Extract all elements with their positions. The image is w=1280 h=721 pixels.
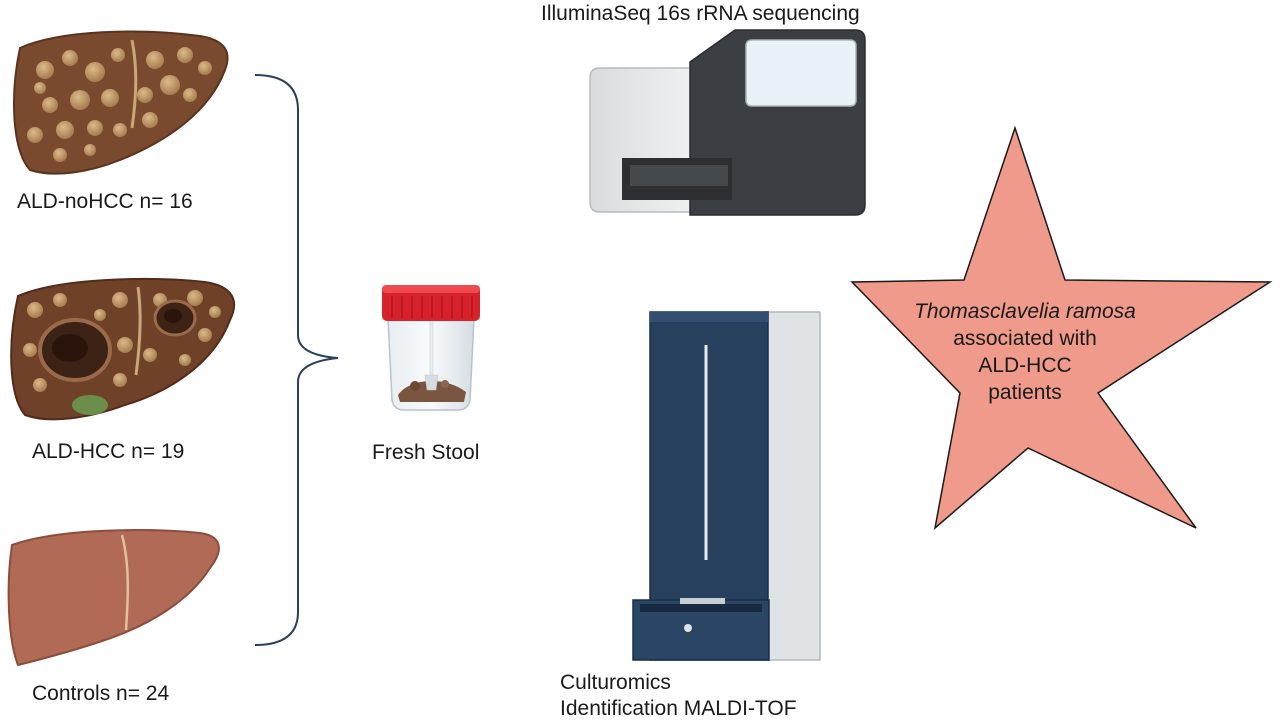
sample-label: Fresh Stool (372, 441, 480, 464)
result-line-3: ALD-HCC (978, 354, 1072, 377)
culturomics-label-line1: Culturomics (560, 671, 671, 694)
result-text: Thomasclavelia ramosa associated with AL… (905, 298, 1145, 406)
liver-healthy-icon (7, 529, 220, 667)
result-star-shape (850, 125, 1273, 530)
stool-container-icon (382, 285, 480, 411)
group-label-controls: Controls n= 24 (32, 682, 170, 705)
group-bracket (254, 74, 339, 646)
liver-hcc-icon (10, 277, 235, 421)
sequencing-label: IlluminaSeq 16s rRNA sequencing (541, 2, 860, 25)
group-label-ald-nohcc: ALD-noHCC n= 16 (17, 190, 193, 213)
result-line-2: associated with (953, 327, 1097, 350)
illumina-sequencer-icon (589, 29, 866, 216)
maldi-tof-instrument-icon (632, 311, 821, 661)
culturomics-label-line2: Identification MALDI-TOF (560, 697, 797, 720)
species-name: Thomasclavelia ramosa (914, 300, 1136, 323)
result-line-4: patients (988, 381, 1062, 404)
group-label-ald-hcc: ALD-HCC n= 19 (32, 440, 185, 463)
liver-cirrhotic-icon (13, 30, 229, 175)
